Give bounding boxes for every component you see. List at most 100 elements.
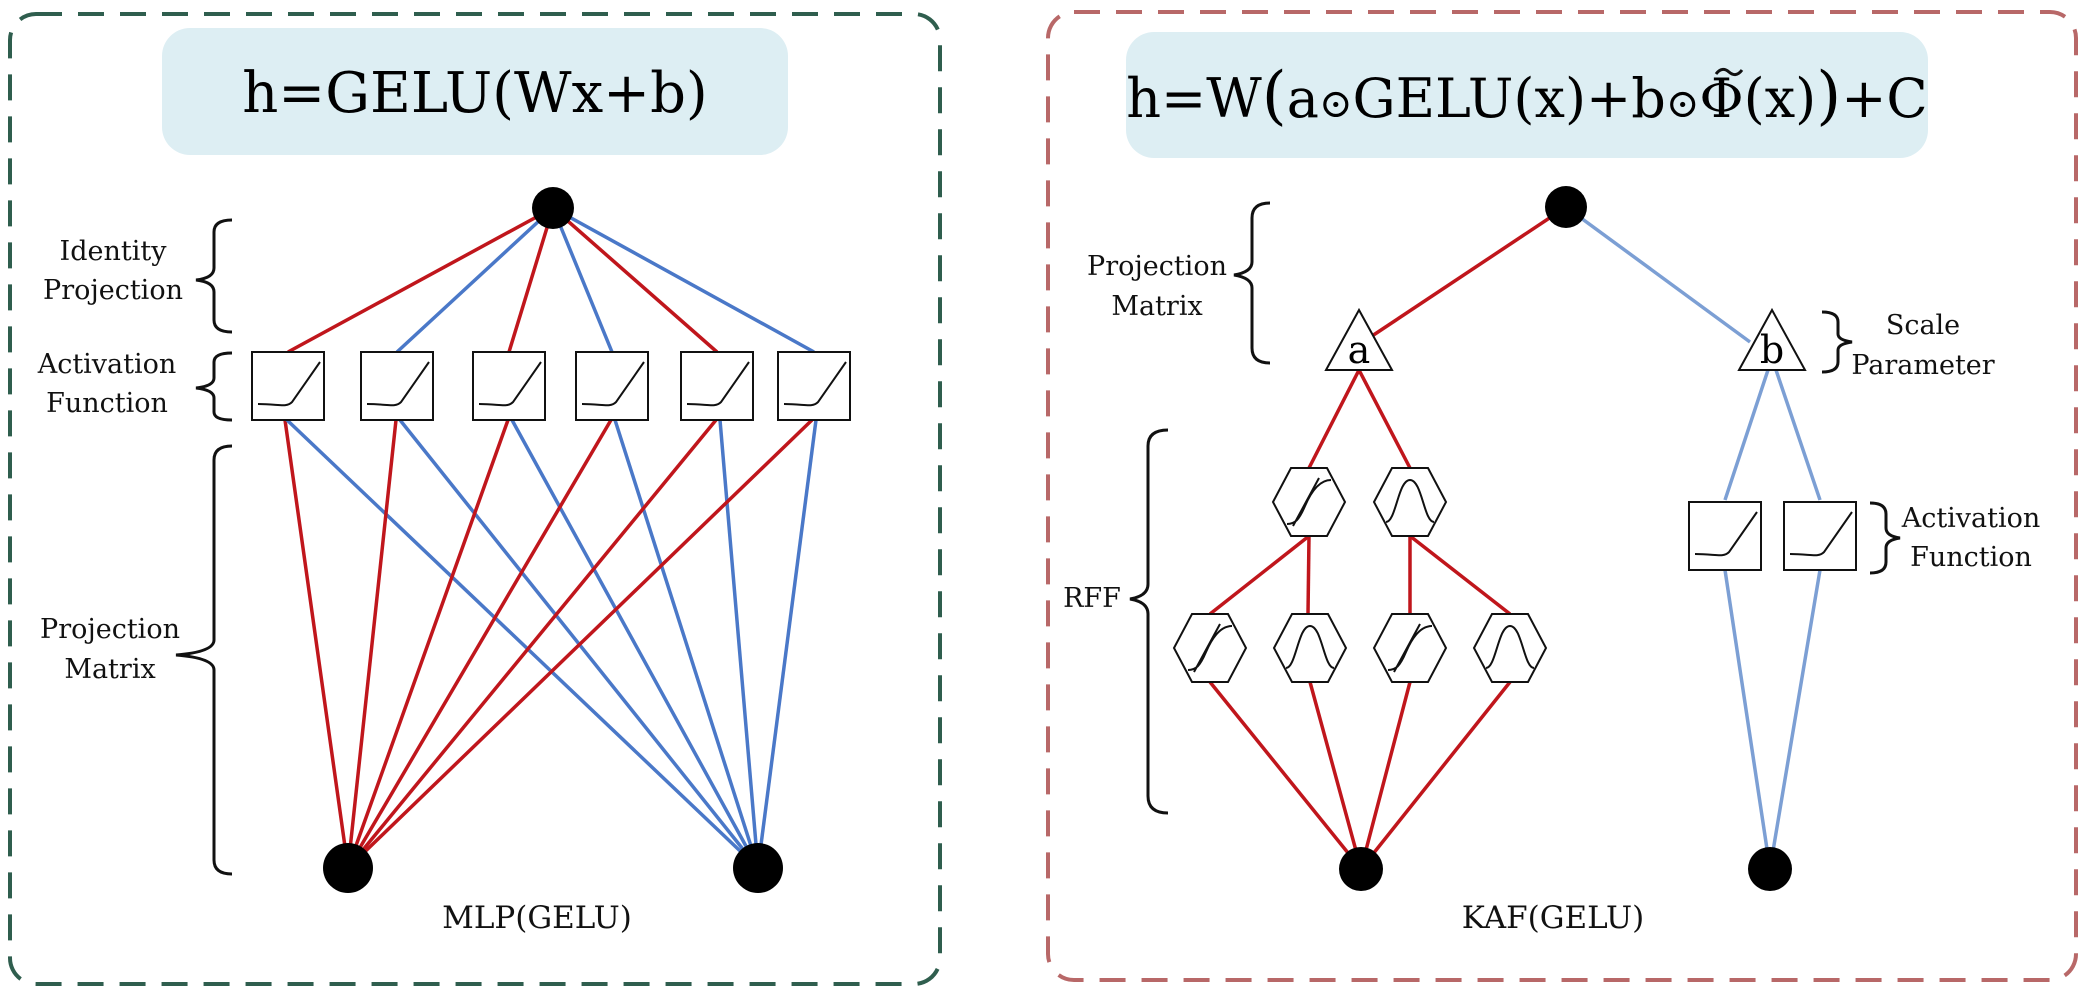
brace-identity-projection: [195, 218, 233, 334]
activation-box-frame: [251, 351, 325, 421]
node-b-label: b: [1760, 328, 1784, 372]
left-activation-box: [251, 351, 325, 421]
edge-act-to-bottom: [1768, 569, 1822, 870]
edge-top-to-a: [1371, 205, 1567, 338]
node-a-label: a: [1348, 328, 1371, 372]
formula-part-phi: Φ: [1699, 67, 1743, 130]
rff-hexagon: [1271, 467, 1347, 537]
rff-hexagon: [1472, 613, 1548, 683]
left-bottom-edge: [756, 419, 818, 869]
left-bottom-edge: [346, 418, 814, 870]
right-label-matrix: Matrix: [1111, 291, 1202, 322]
left-bottom-edge: [283, 419, 350, 869]
activation-box-frame: [1783, 501, 1857, 571]
right-caption: KAF(GELU): [1462, 900, 1644, 936]
hexagon-frame: [1372, 613, 1448, 683]
left-bottom-edge: [346, 419, 613, 869]
activation-box-frame: [472, 351, 546, 421]
node-a-triangle: [1324, 307, 1394, 371]
left-bottom-node-2: [733, 843, 783, 893]
left-formula: h=GELU(Wx+b): [242, 61, 708, 126]
cosine-phase-icon: [1286, 477, 1332, 527]
brace-rff: [1129, 428, 1169, 815]
left-bottom-edge: [346, 419, 510, 869]
right-activation-box: [1783, 501, 1857, 571]
left-activation-box: [777, 351, 851, 421]
right-bottom-node-2: [1748, 847, 1792, 891]
activation-box-frame: [575, 351, 649, 421]
left-top-edge: [551, 207, 614, 353]
gelu-curve-icon: [366, 361, 430, 407]
left-top-edge: [551, 206, 719, 354]
left-bottom-edge: [346, 419, 398, 869]
label-projection-matrix-1: Projection: [40, 614, 180, 645]
gelu-curve-icon: [1694, 511, 1758, 557]
left-bottom-edge: [285, 418, 760, 870]
left-top-edge: [552, 206, 815, 354]
formula-paren-close: ): [1816, 59, 1841, 133]
hexagon-frame: [1372, 467, 1448, 537]
label-activation: Activation: [37, 349, 177, 380]
node-b-triangle: [1737, 307, 1807, 371]
formula-odot-2: ⊙: [1666, 81, 1700, 127]
right-edges: [1208, 205, 1822, 871]
cosine-phase-icon: [1387, 623, 1433, 673]
right-panel-frame: [1046, 10, 2078, 982]
hexagon-frame: [1272, 613, 1348, 683]
activation-box-frame: [1688, 501, 1762, 571]
brace-scale-parameter: [1821, 310, 1853, 374]
right-bottom-node-1: [1339, 847, 1383, 891]
formula-part-c: +C: [1841, 67, 1928, 130]
right-formula-box: [1126, 32, 1928, 158]
cosine-phase-icon: [1187, 623, 1233, 673]
gelu-curve-icon: [783, 361, 847, 407]
label-identity: Identity: [60, 236, 168, 267]
formula-odot-1: ⊙: [1319, 81, 1353, 127]
brace-projection-matrix: [175, 444, 233, 876]
gelu-curve-icon: [686, 361, 750, 407]
rff-hexagons: [1172, 467, 1548, 683]
edge-hex-hex: [1208, 534, 1311, 616]
tilde-mark: [1714, 67, 1744, 77]
left-activation-box: [472, 351, 546, 421]
hexagon-frame: [1472, 613, 1548, 683]
left-activation-box: [360, 351, 434, 421]
left-top-edge: [507, 207, 555, 353]
edge-hex-to-bottom: [1359, 680, 1512, 871]
right-activation-box: [1688, 501, 1762, 571]
gelu-curve-icon: [581, 361, 645, 407]
activation-box-frame: [680, 351, 754, 421]
left-top-edge: [287, 206, 554, 354]
rff-hexagon: [1272, 613, 1348, 683]
gelu-curve-icon: [478, 361, 542, 407]
left-caption: MLP(GELU): [442, 900, 632, 936]
left-panel-frame: [8, 12, 942, 986]
brace-right-activation: [1869, 501, 1901, 575]
rff-hexagon: [1372, 613, 1448, 683]
right-activation-boxes: [1688, 501, 1857, 571]
left-top-node: [532, 187, 574, 229]
edge-hex-to-bottom: [1308, 681, 1363, 870]
left-bottom-node-1: [323, 843, 373, 893]
edge-hex-hex: [1306, 535, 1311, 615]
gelu-curve-icon: [1789, 511, 1853, 557]
label-parameter: Parameter: [1851, 350, 1994, 381]
label-function: Function: [46, 388, 168, 419]
rff-hexagon: [1172, 613, 1248, 683]
brace-right-projection-matrix: [1233, 201, 1271, 365]
edge-act-to-bottom: [1723, 569, 1772, 870]
left-top-edge: [395, 206, 555, 354]
label-scale: Scale: [1886, 310, 1960, 341]
left-bottom-edge: [718, 419, 760, 869]
edge-top-to-b: [1564, 205, 1752, 344]
edge-b-to-act: [1774, 369, 1822, 501]
right-top-node: [1545, 186, 1587, 228]
right-label-projection: Projection: [1087, 251, 1227, 282]
edge-a-to-hex: [1307, 369, 1361, 469]
hexagon-frame: [1172, 613, 1248, 683]
label-projection-matrix-2: Matrix: [64, 654, 155, 685]
activation-box-frame: [777, 351, 851, 421]
label-rff: RFF: [1063, 583, 1121, 614]
left-activation-box: [575, 351, 649, 421]
